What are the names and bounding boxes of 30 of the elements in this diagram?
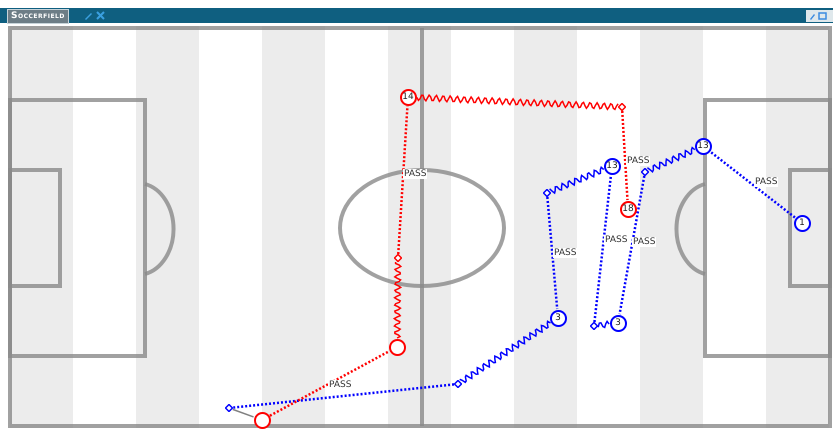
edge-label: PASS bbox=[626, 156, 650, 166]
line bbox=[232, 408, 254, 418]
pass-line bbox=[269, 350, 390, 417]
dribble-line bbox=[597, 320, 610, 328]
waypoint-marker bbox=[394, 254, 402, 262]
pass-line bbox=[620, 110, 629, 200]
pass-line bbox=[397, 106, 409, 254]
edge-label: PASS bbox=[328, 380, 352, 390]
dribble-line bbox=[549, 166, 604, 194]
waypoint-marker bbox=[454, 380, 462, 388]
dribble-line bbox=[416, 94, 619, 111]
window-title: Soccerfield bbox=[7, 9, 69, 24]
edge-label: PASS bbox=[632, 237, 656, 247]
pass-line bbox=[546, 196, 558, 310]
pass-line bbox=[593, 174, 612, 322]
waypoint-marker bbox=[618, 103, 626, 111]
pass-line bbox=[232, 383, 454, 409]
dribble-line bbox=[392, 262, 402, 339]
waypoint-marker bbox=[225, 404, 233, 412]
edge-label: PASS bbox=[403, 169, 428, 179]
dribble-line bbox=[646, 146, 696, 173]
waypoint-marker bbox=[641, 168, 649, 176]
dribble-line bbox=[459, 320, 551, 384]
edge-label: PASS bbox=[754, 177, 778, 187]
waypoint-marker bbox=[590, 322, 598, 330]
edge-label: PASS bbox=[553, 248, 578, 258]
pass-line bbox=[709, 150, 796, 218]
waypoint-marker bbox=[543, 189, 551, 197]
edge-label: PASS bbox=[604, 235, 628, 245]
pass-line bbox=[618, 176, 646, 314]
